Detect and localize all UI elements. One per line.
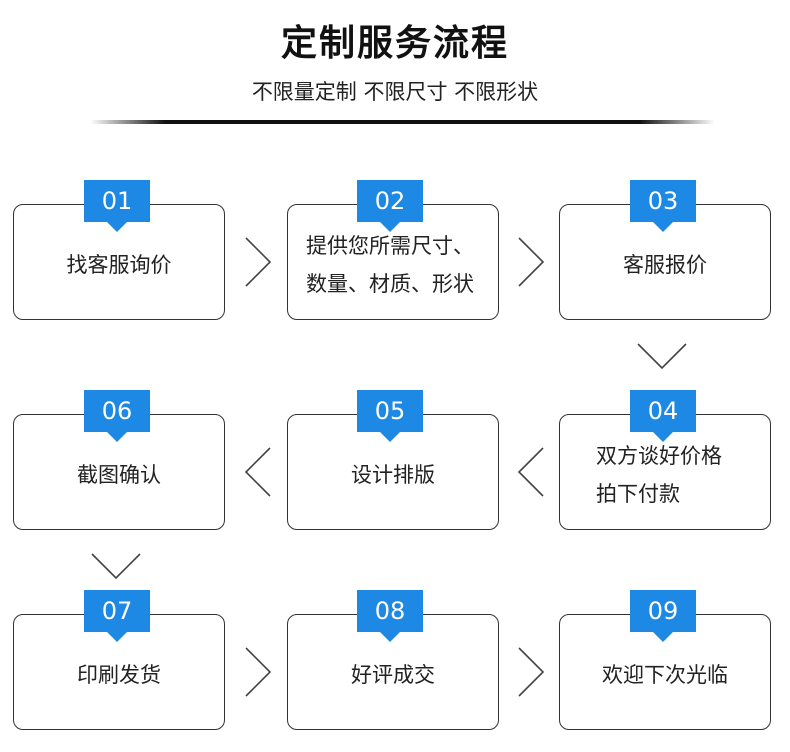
step-text-08: 好评成交 bbox=[294, 615, 492, 729]
step-line: 找客服询价 bbox=[66, 253, 172, 277]
step-line: 好评成交 bbox=[351, 663, 435, 687]
title-divider bbox=[90, 120, 715, 124]
chevron-right-icon bbox=[516, 646, 546, 698]
chevron-right-icon bbox=[243, 236, 273, 288]
step-card-09: 欢迎下次光临 bbox=[559, 614, 771, 730]
step-badge-04: 04 bbox=[630, 390, 696, 442]
step-badge-01: 01 bbox=[84, 180, 150, 232]
step-text-03: 客服报价 bbox=[566, 205, 764, 319]
page-title: 定制服务流程 bbox=[280, 23, 509, 64]
step-line: 设计排版 bbox=[351, 463, 435, 487]
step-text-02: 提供您所需尺寸、 数量、材质、形状 bbox=[294, 205, 492, 319]
chevron-down-icon bbox=[636, 341, 688, 371]
step-line: 截图确认 bbox=[77, 463, 161, 487]
step-badge-05: 05 bbox=[357, 390, 423, 442]
chevron-left-icon bbox=[243, 446, 273, 498]
step-line: 数量、材质、形状 bbox=[306, 272, 474, 296]
step-line: 提供您所需尺寸、 bbox=[306, 234, 474, 258]
step-line: 拍下付款 bbox=[596, 482, 680, 506]
step-badge-06: 06 bbox=[84, 390, 150, 442]
step-line: 欢迎下次光临 bbox=[602, 663, 728, 687]
step-line: 客服报价 bbox=[623, 253, 707, 277]
chevron-down-icon bbox=[90, 551, 142, 581]
step-badge-09: 09 bbox=[630, 590, 696, 642]
step-line: 印刷发货 bbox=[77, 663, 161, 687]
step-text-07: 印刷发货 bbox=[20, 615, 218, 729]
step-text-09: 欢迎下次光临 bbox=[566, 615, 764, 729]
step-line: 双方谈好价格 bbox=[596, 444, 722, 468]
step-badge-02: 02 bbox=[357, 180, 423, 232]
chevron-right-icon bbox=[516, 236, 546, 288]
step-text-01: 找客服询价 bbox=[20, 205, 218, 319]
page-subtitle: 不限量定制 不限尺寸 不限形状 bbox=[251, 80, 539, 104]
step-badge-07: 07 bbox=[84, 590, 150, 642]
step-badge-08: 08 bbox=[357, 590, 423, 642]
step-text-06: 截图确认 bbox=[20, 415, 218, 529]
step-text-05: 设计排版 bbox=[294, 415, 492, 529]
chevron-left-icon bbox=[516, 446, 546, 498]
chevron-right-icon bbox=[243, 646, 273, 698]
step-badge-03: 03 bbox=[630, 180, 696, 232]
step-text-04: 双方谈好价格 拍下付款 bbox=[566, 415, 764, 529]
